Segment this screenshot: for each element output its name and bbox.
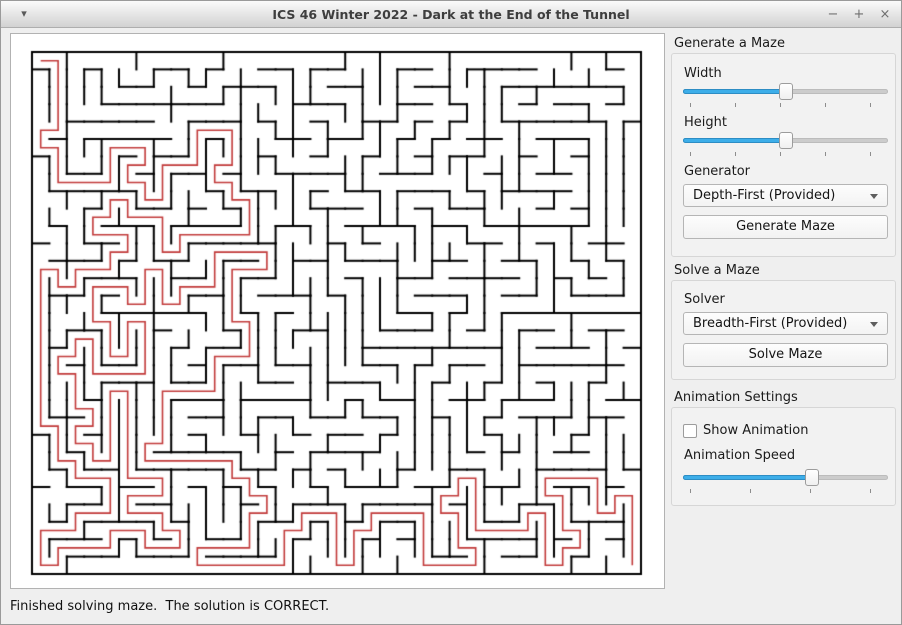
solve-section-header: Solve a Maze	[674, 263, 760, 278]
width-slider[interactable]	[683, 83, 888, 109]
solver-label: Solver	[684, 292, 725, 307]
height-slider-handle[interactable]	[778, 132, 793, 149]
show-animation-checkbox[interactable]	[683, 424, 697, 438]
show-animation-checkbox-row: Show Animation	[683, 423, 863, 439]
close-icon[interactable]: ×	[879, 6, 891, 22]
maze-viewport	[10, 33, 665, 589]
height-slider-ticks	[683, 152, 888, 157]
width-slider-ticks	[683, 103, 888, 108]
width-slider-handle[interactable]	[778, 83, 793, 100]
chevron-down-icon	[870, 194, 878, 199]
width-label: Width	[684, 66, 722, 81]
animation-speed-slider-ticks	[683, 489, 888, 494]
maximize-icon[interactable]: +	[853, 6, 865, 22]
window-controls: − + ×	[825, 1, 893, 28]
generate-maze-button[interactable]: Generate Maze	[683, 215, 888, 239]
window-title: ICS 46 Winter 2022 - Dark at the End of …	[272, 7, 630, 22]
generate-section-header: Generate a Maze	[674, 36, 785, 51]
chevron-down-icon	[870, 322, 878, 327]
titlebar: ▾ ICS 46 Winter 2022 - Dark at the End o…	[1, 1, 901, 28]
generator-dropdown-value: Depth-First (Provided)	[693, 188, 836, 203]
height-label: Height	[684, 115, 727, 130]
solver-dropdown-value: Breadth-First (Provided)	[693, 316, 848, 331]
window-menu-icon[interactable]: ▾	[21, 7, 27, 20]
height-slider[interactable]	[683, 132, 888, 158]
maze-canvas	[11, 34, 664, 588]
show-animation-label: Show Animation	[703, 423, 809, 438]
minimize-icon[interactable]: −	[827, 6, 839, 22]
generator-label: Generator	[684, 164, 751, 179]
generator-dropdown[interactable]: Depth-First (Provided)	[683, 184, 888, 207]
animation-section-header: Animation Settings	[674, 390, 798, 405]
animation-speed-label: Animation Speed	[684, 448, 796, 463]
animation-speed-slider-handle[interactable]	[805, 469, 820, 486]
animation-groupbox	[671, 407, 896, 506]
animation-speed-slider-track[interactable]	[683, 475, 888, 480]
solver-dropdown[interactable]: Breadth-First (Provided)	[683, 312, 888, 335]
status-message: Finished solving maze. The solution is C…	[10, 599, 330, 614]
animation-speed-slider[interactable]	[683, 469, 888, 495]
solve-maze-button[interactable]: Solve Maze	[683, 343, 888, 367]
